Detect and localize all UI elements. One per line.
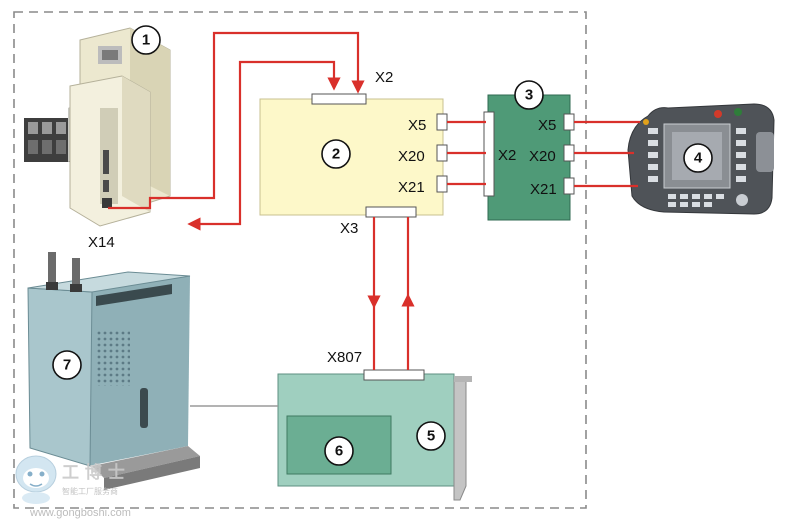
watermark-brand: 工 博 士 — [62, 462, 125, 483]
label-x20-right: X20 — [529, 148, 556, 165]
svg-text:2: 2 — [332, 146, 340, 163]
connector-x807 — [363, 369, 425, 381]
callout-4: 4 — [683, 143, 713, 173]
callout-6: 6 — [324, 436, 354, 466]
connector-x20-right — [563, 144, 575, 162]
label-x21-left: X21 — [398, 179, 425, 196]
label-x20-left: X20 — [398, 148, 425, 165]
connector-x21-left — [436, 175, 448, 193]
label-x14: X14 — [88, 234, 115, 251]
connector-x2-top — [311, 93, 367, 105]
svg-text:6: 6 — [335, 443, 343, 460]
connector-x3 — [365, 206, 417, 218]
svg-text:7: 7 — [63, 357, 71, 374]
svg-text:4: 4 — [694, 150, 703, 167]
callout-2: 2 — [321, 139, 351, 169]
mascot-logo — [15, 455, 57, 504]
connector-x5-left — [436, 113, 448, 131]
callout-3: 3 — [514, 80, 544, 110]
label-x5-left: X5 — [408, 117, 426, 134]
label-x5-right: X5 — [538, 117, 556, 134]
label-x3: X3 — [340, 220, 358, 237]
interface-board-3 — [483, 94, 575, 221]
cabinet-boundary — [13, 11, 587, 509]
terminal-block — [24, 118, 74, 162]
svg-text:3: 3 — [525, 87, 533, 104]
svg-text:5: 5 — [427, 428, 435, 445]
watermark-tagline: 智能工厂服务商 — [62, 486, 118, 496]
connector-x20-left — [436, 144, 448, 162]
cables — [108, 31, 640, 370]
label-x21-right: X21 — [530, 181, 557, 198]
connector-x5-right — [563, 113, 575, 131]
watermark: 工 博 士 智能工厂服务商 www.gongboshi.com — [15, 455, 131, 519]
watermark-url: www.gongboshi.com — [29, 507, 131, 519]
label-x807: X807 — [327, 349, 362, 366]
drive-module-1 — [24, 27, 171, 227]
callout-1: 1 — [131, 25, 161, 55]
callout-7: 7 — [52, 350, 82, 380]
svg-text:1: 1 — [142, 32, 150, 49]
callout-5: 5 — [416, 421, 446, 451]
cable-x2-up — [187, 60, 341, 231]
label-x2-right: X2 — [498, 147, 516, 164]
label-x2-top: X2 — [375, 69, 393, 86]
connector-x21-right — [563, 177, 575, 195]
